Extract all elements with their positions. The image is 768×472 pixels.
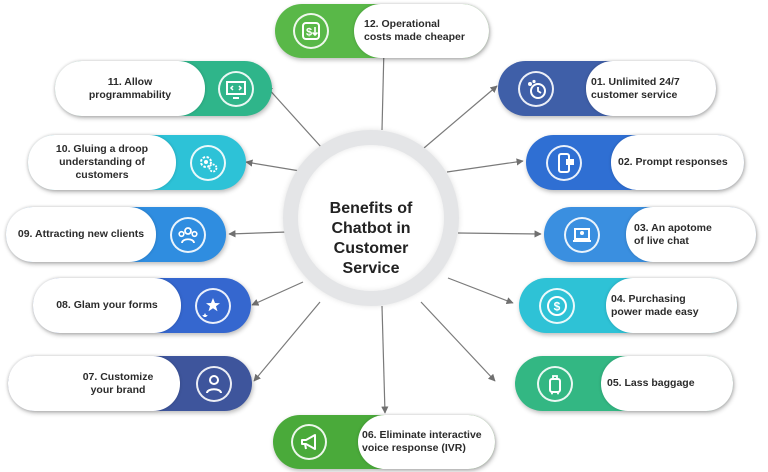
benefit-label-07: 07. Customize your brand [82, 370, 154, 396]
group-icon [170, 216, 206, 253]
benefit-card-07: 07. Customize your brand [8, 356, 252, 411]
connector-arrow [446, 158, 524, 173]
benefit-card-09: 09. Attracting new clients [6, 207, 226, 262]
benefit-card-02: 02. Prompt responses [526, 135, 744, 190]
connector-arrow [251, 281, 304, 306]
benefit-card-06: 06. Eliminate interactive voice response… [273, 415, 495, 469]
benefit-label-05: 05. Lass baggage [607, 377, 695, 389]
monitor-code-icon [218, 70, 254, 107]
benefit-card-01: 01. Unlimited 24/7 customer service [498, 61, 716, 116]
suitcase-icon [537, 365, 573, 402]
benefit-label-11: 11. Allow programmability [88, 75, 172, 101]
connector-arrow [253, 301, 321, 382]
user-icon [196, 365, 232, 402]
benefit-card-03: 03. An apotome of live chat [544, 207, 756, 262]
benefit-label-01: 01. Unlimited 24/7 customer service [591, 75, 680, 101]
benefit-card-10: 10. Gluing a droop understanding of cust… [28, 135, 246, 190]
stars-icon [195, 287, 231, 324]
gears-icon [190, 144, 226, 181]
connector-arrow [423, 85, 498, 149]
benefit-label-10: 10. Gluing a droop understanding of cust… [55, 143, 149, 181]
benefit-card-08: 08. Glam your forms [33, 278, 251, 333]
connector-arrow [265, 85, 323, 149]
svg-text:$: $ [554, 299, 561, 313]
dollar-coin-icon: $ [539, 287, 575, 324]
connector-arrow [457, 230, 542, 238]
svg-text:$: $ [306, 27, 312, 39]
benefit-card-11: 11. Allow programmability [55, 61, 272, 116]
benefit-label-12: 12. Operational costs made cheaper [364, 18, 465, 43]
benefit-label-06: 06. Eliminate interactive voice response… [362, 429, 482, 454]
laptop-user-icon [564, 216, 600, 253]
connector-arrow [381, 305, 389, 414]
connector-arrow [420, 301, 496, 382]
benefit-label-08: 08. Glam your forms [56, 299, 158, 311]
megaphone-icon [291, 424, 327, 460]
benefit-label-09: 09. Attracting new clients [17, 228, 145, 240]
benefit-label-02: 02. Prompt responses [618, 156, 728, 168]
clock-paw-icon [518, 70, 554, 107]
benefit-card-12: $ 12. Operational costs made cheaper [275, 4, 489, 58]
connector-arrow [228, 230, 288, 238]
connector-arrow [447, 277, 514, 305]
phone-chat-icon [546, 144, 582, 181]
benefit-label-03: 03. An apotome of live chat [634, 221, 712, 247]
benefit-card-04: $ 04. Purchasing power made easy [519, 278, 737, 333]
benefit-label-04: 04. Purchasing power made easy [611, 292, 699, 318]
benefit-card-05: 05. Lass baggage [515, 356, 733, 411]
dollar-down-icon: $ [293, 13, 329, 49]
center-title: Benefits of Chatbot in Customer Service [329, 200, 413, 277]
